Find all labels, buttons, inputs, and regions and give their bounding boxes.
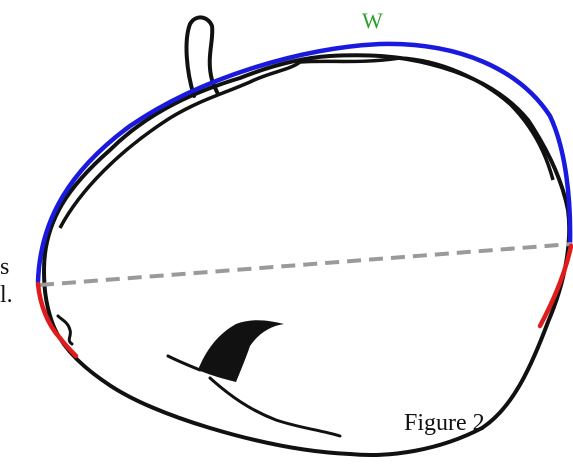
right-red-mark [540, 246, 571, 326]
figure-caption: Figure 2 [404, 410, 485, 436]
dark-wedge-shape [198, 320, 284, 382]
left-text-fragment-1: s [0, 254, 9, 280]
dashed-chord [40, 244, 572, 285]
wedge-tail [168, 356, 200, 370]
arc-label-w: W [362, 8, 383, 33]
blue-arc [38, 44, 570, 282]
left-text-fragment-2: l. [0, 282, 13, 308]
outline-inner-edge [60, 58, 553, 228]
inner-lower-line [210, 378, 340, 436]
outline-shape [44, 55, 569, 455]
